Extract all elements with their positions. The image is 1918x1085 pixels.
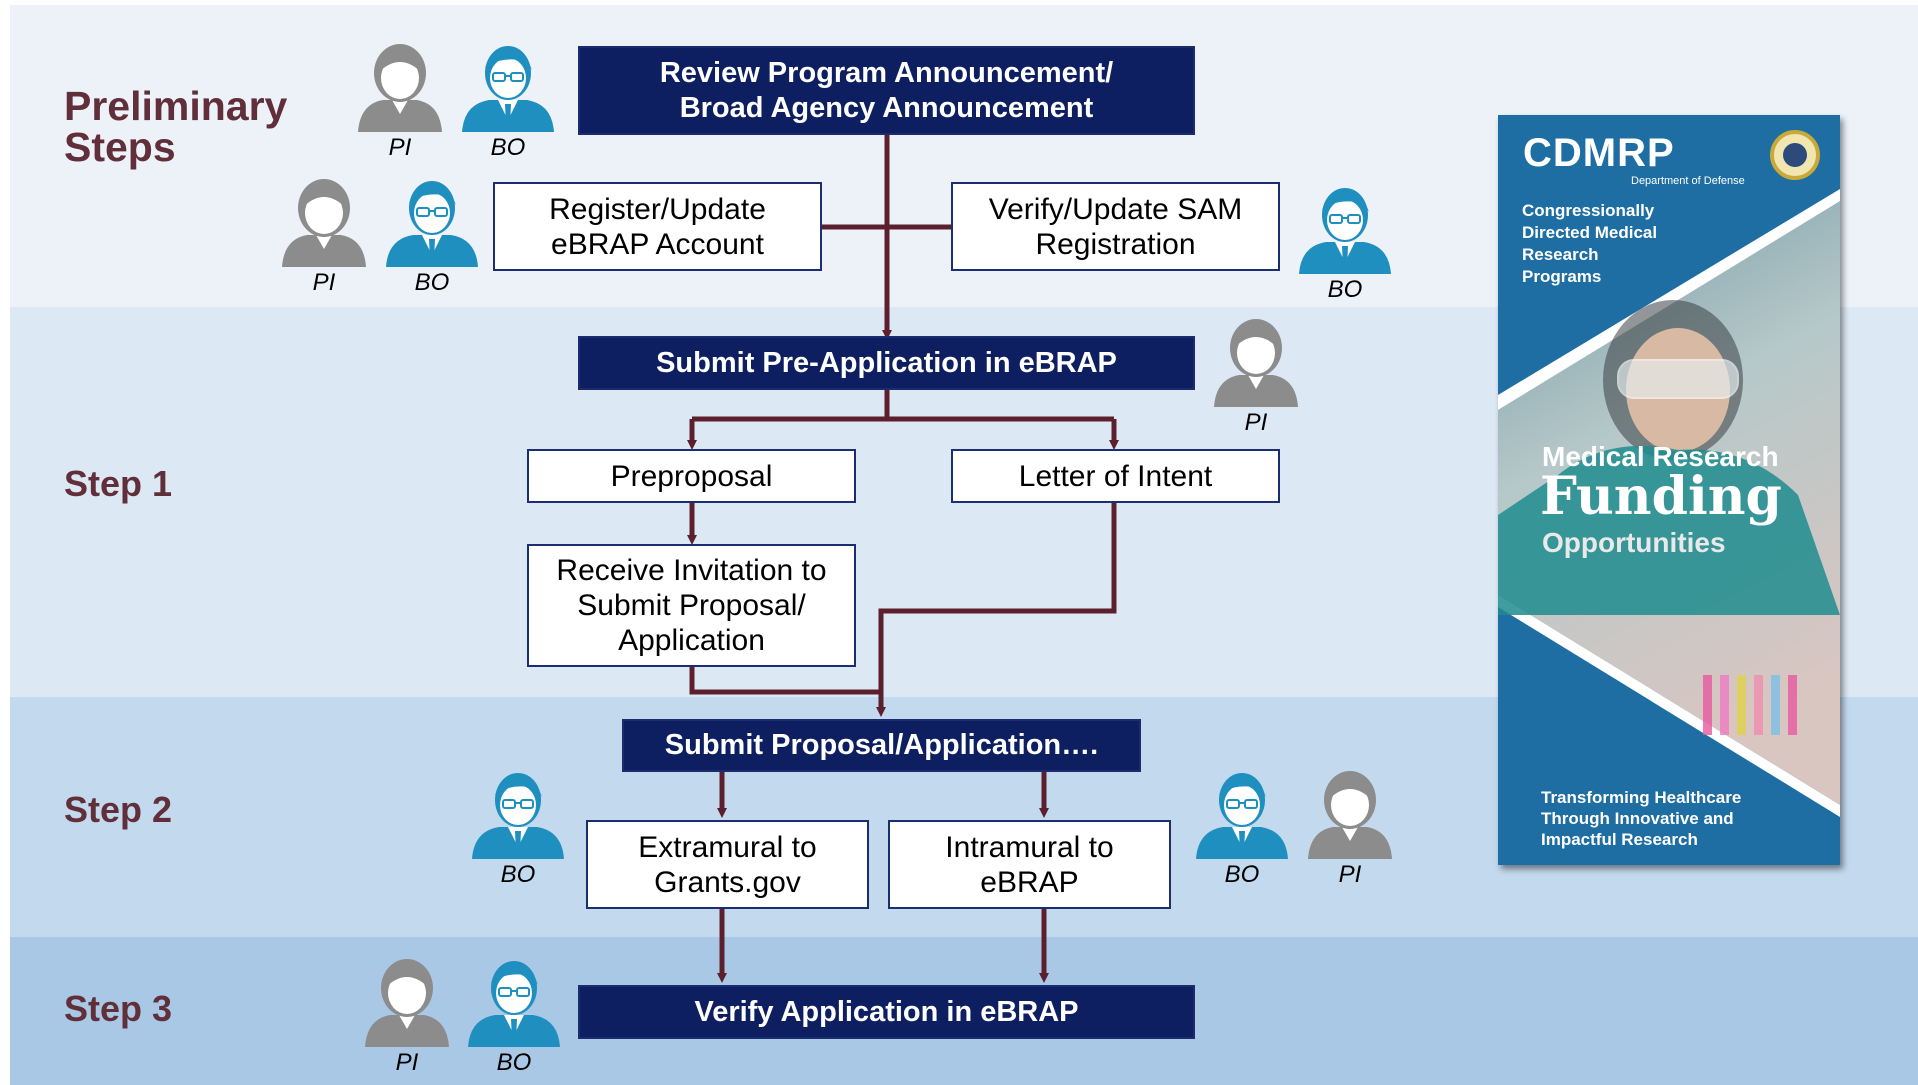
brochure-logo: CDMRP [1523,131,1675,175]
pi-icon [282,179,366,267]
bo-caption: BO [500,861,536,888]
label-step-2: Step 2 [64,789,173,830]
box-letter-of-intent: Letter of Intent [951,449,1280,503]
bo-caption: BO [414,269,450,296]
brochure-title-bottom: Opportunities [1542,527,1726,558]
brochure-program-name: Congressionally Directed Medical Researc… [1522,201,1658,286]
pi-icon [1308,771,1392,859]
bo-icon [386,181,478,267]
role-pi-register: PI [274,175,374,296]
brochure-title-funding: Funding [1540,466,1782,527]
pi-caption: PI [1338,861,1362,888]
brochure-title-top: Medical Research [1542,441,1779,472]
bo-icon [1196,773,1288,859]
box-submit-preapplication-text: Submit Pre-Application in eBRAP [656,346,1117,379]
bo-icon [472,773,564,859]
box-verify-sam: Verify/Update SAM Registration [951,182,1280,271]
connector-loi-to-proposal [876,503,1117,717]
box-preproposal: Preproposal [527,449,856,503]
connector-invitation-to-proposal [689,667,881,695]
box-verify-application-text: Verify Application in eBRAP [694,995,1079,1028]
box-verify-application: Verify Application in eBRAP [578,985,1195,1039]
role-bo-verify: BO [464,955,564,1076]
pi-caption: PI [395,1049,419,1076]
role-pi-review: PI [350,40,450,161]
pi-icon [358,44,442,132]
bo-icon [462,46,554,132]
role-pi-preapp: PI [1206,315,1306,436]
box-extramural-grants-gov: Extramural to Grants.gov [586,820,869,909]
brochure-artwork [1498,115,1840,865]
box-register-ebrap: Register/Update eBRAP Account [493,182,822,271]
pi-icon [365,959,449,1047]
brochure-department: Department of Defense [1631,175,1745,187]
label-preliminary-steps: Preliminary Steps [64,83,288,170]
bo-caption: BO [1224,861,1260,888]
role-bo-review: BO [458,40,558,161]
test-tubes [1703,675,1797,735]
pi-caption: PI [1244,409,1268,436]
bo-icon [1299,188,1391,274]
role-pi-intramural: PI [1300,767,1400,888]
cdmrp-brochure-cover: CDMRP Department of Defense Congressiona… [1498,115,1840,865]
bo-caption: BO [490,134,526,161]
brochure-tagline: Transforming Healthcare Through Innovati… [1541,788,1742,849]
box-submit-preapplication: Submit Pre-Application in eBRAP [578,336,1195,390]
role-bo-sam: BO [1295,182,1395,303]
box-intramural-ebrap: Intramural to eBRAP [888,820,1171,909]
box-review-announcement: Review Program Announcement/ Broad Agenc… [578,46,1195,135]
role-pi-verify: PI [357,955,457,1076]
connector-preapp-split [692,390,1114,422]
box-review-announcement-text: Review Program Announcement/ Broad Agenc… [659,56,1114,124]
box-submit-proposal-text: Submit Proposal/Application…. [664,729,1099,761]
role-bo-extramural: BO [468,767,568,888]
box-receive-invitation: Receive Invitation to Submit Proposal/ A… [527,544,856,667]
box-submit-proposal: Submit Proposal/Application…. [622,719,1141,772]
bo-caption: BO [496,1049,532,1076]
role-bo-intramural: BO [1192,767,1292,888]
role-bo-register: BO [382,175,482,296]
bo-caption: BO [1327,276,1363,303]
label-step-1: Step 1 [64,463,173,504]
pi-caption: PI [312,269,336,296]
label-step-3: Step 3 [64,988,173,1029]
pi-icon [1214,319,1298,407]
bo-icon [468,961,560,1047]
pi-caption: PI [388,134,412,161]
scientist-figure [1498,300,1840,615]
